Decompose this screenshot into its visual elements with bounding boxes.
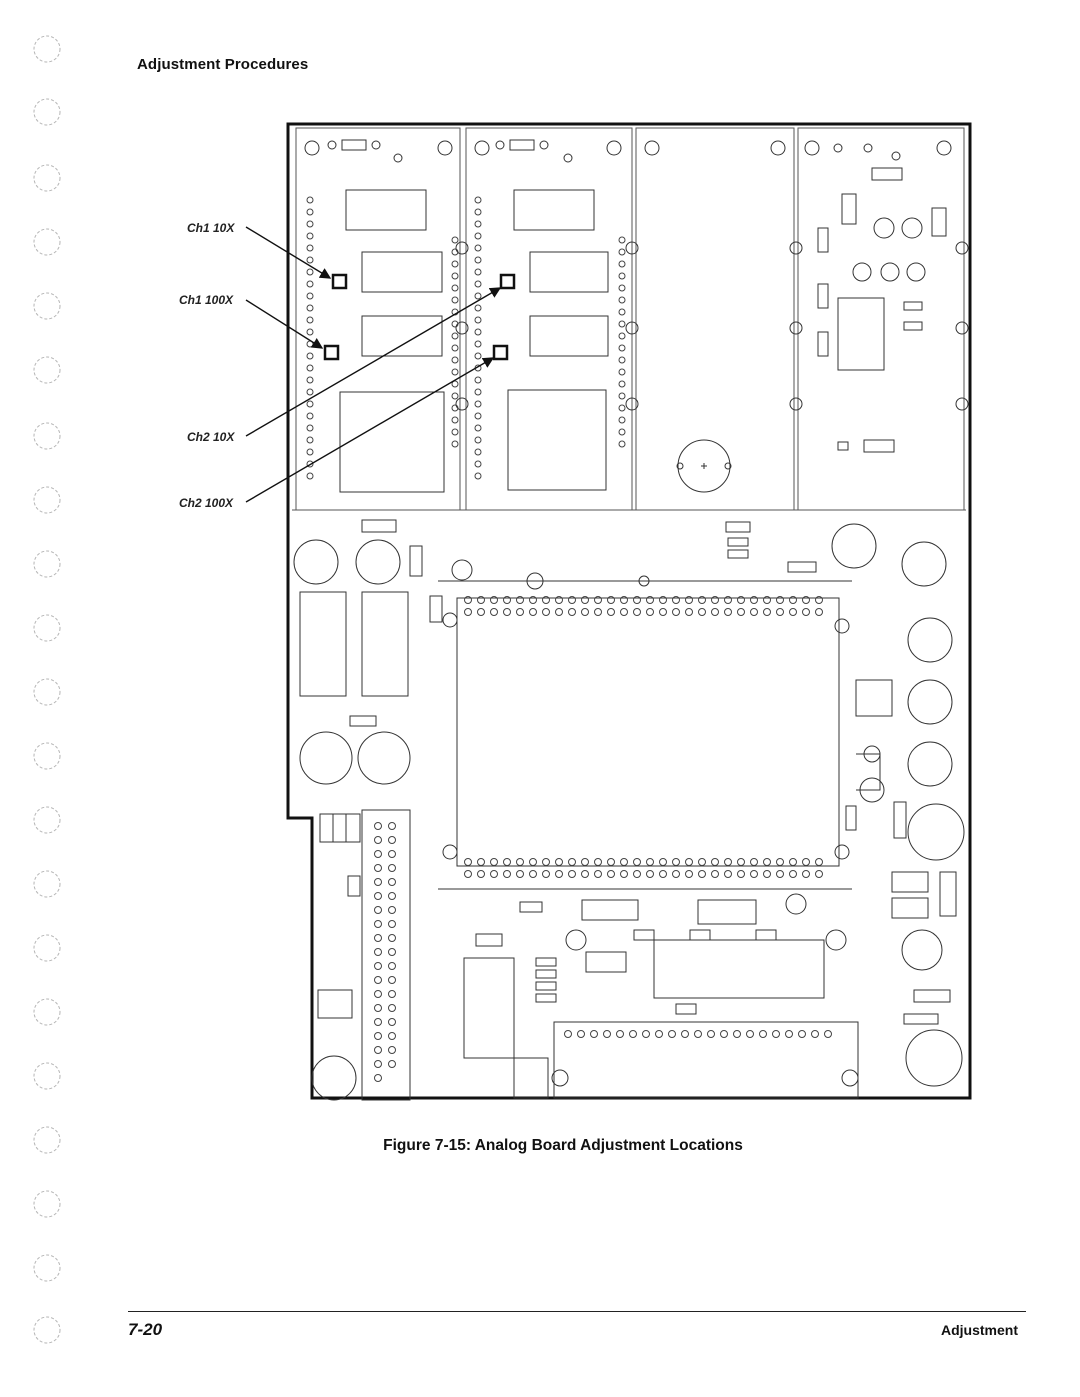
section-header: Adjustment Procedures	[137, 56, 309, 73]
ch1-100x-adjust	[323, 344, 340, 361]
ch1-shield	[295, 127, 461, 511]
figure-caption: Figure 7-15: Analog Board Adjustment Loc…	[383, 1137, 743, 1154]
mid-shield	[635, 127, 795, 511]
analog-board-drawing	[245, 122, 972, 1101]
ch2-shield	[465, 127, 633, 511]
ch2-100x-adjust	[492, 344, 509, 361]
callout-ch1-10x: Ch1 10X	[187, 221, 235, 235]
footer-rule	[128, 1311, 1026, 1312]
page-number: 7-20	[128, 1320, 163, 1339]
ch2-10x-adjust	[499, 273, 516, 290]
analog-board-figure: Ch1 10X Ch1 100X Ch2 10X Ch2 100X	[179, 122, 972, 1101]
callout-ch1-100x: Ch1 100X	[179, 293, 234, 307]
footer-section-name: Adjustment	[941, 1322, 1018, 1338]
callout-ch2-100x: Ch2 100X	[179, 496, 234, 510]
callout-ch2-10x: Ch2 10X	[187, 430, 235, 444]
main-ic	[456, 597, 840, 867]
board-outline	[286, 122, 972, 1100]
right-shield	[797, 127, 965, 511]
ch1-10x-adjust	[331, 273, 348, 290]
binder-holes	[33, 35, 61, 1344]
